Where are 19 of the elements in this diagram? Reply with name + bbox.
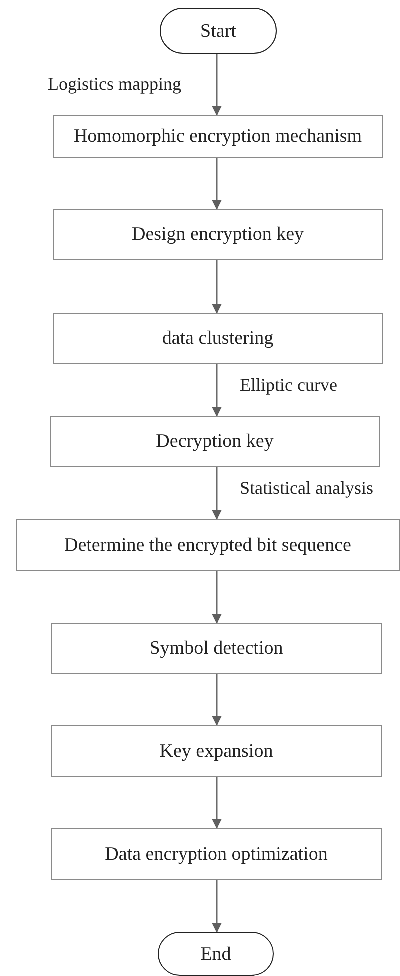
process-box: data clustering bbox=[53, 313, 383, 364]
arrow bbox=[212, 674, 222, 726]
arrow bbox=[212, 777, 222, 829]
process-box: Design encryption key bbox=[53, 209, 383, 260]
terminal-node: Start bbox=[160, 8, 277, 54]
process-box: Data encryption optimization bbox=[51, 828, 382, 880]
process-box: Homomorphic encryption mechanism bbox=[53, 115, 383, 158]
process-box: Symbol detection bbox=[51, 623, 382, 674]
process-box: Decryption key bbox=[50, 416, 380, 467]
process-box: Determine the encrypted bit sequence bbox=[16, 519, 400, 571]
arrow bbox=[212, 54, 222, 116]
terminal-node: End bbox=[158, 932, 274, 976]
arrow bbox=[212, 880, 222, 933]
arrow bbox=[212, 467, 222, 520]
arrow bbox=[212, 364, 222, 417]
arrow bbox=[212, 260, 222, 314]
arrow bbox=[212, 571, 222, 624]
arrow bbox=[212, 158, 222, 210]
process-box: Key expansion bbox=[51, 725, 382, 777]
